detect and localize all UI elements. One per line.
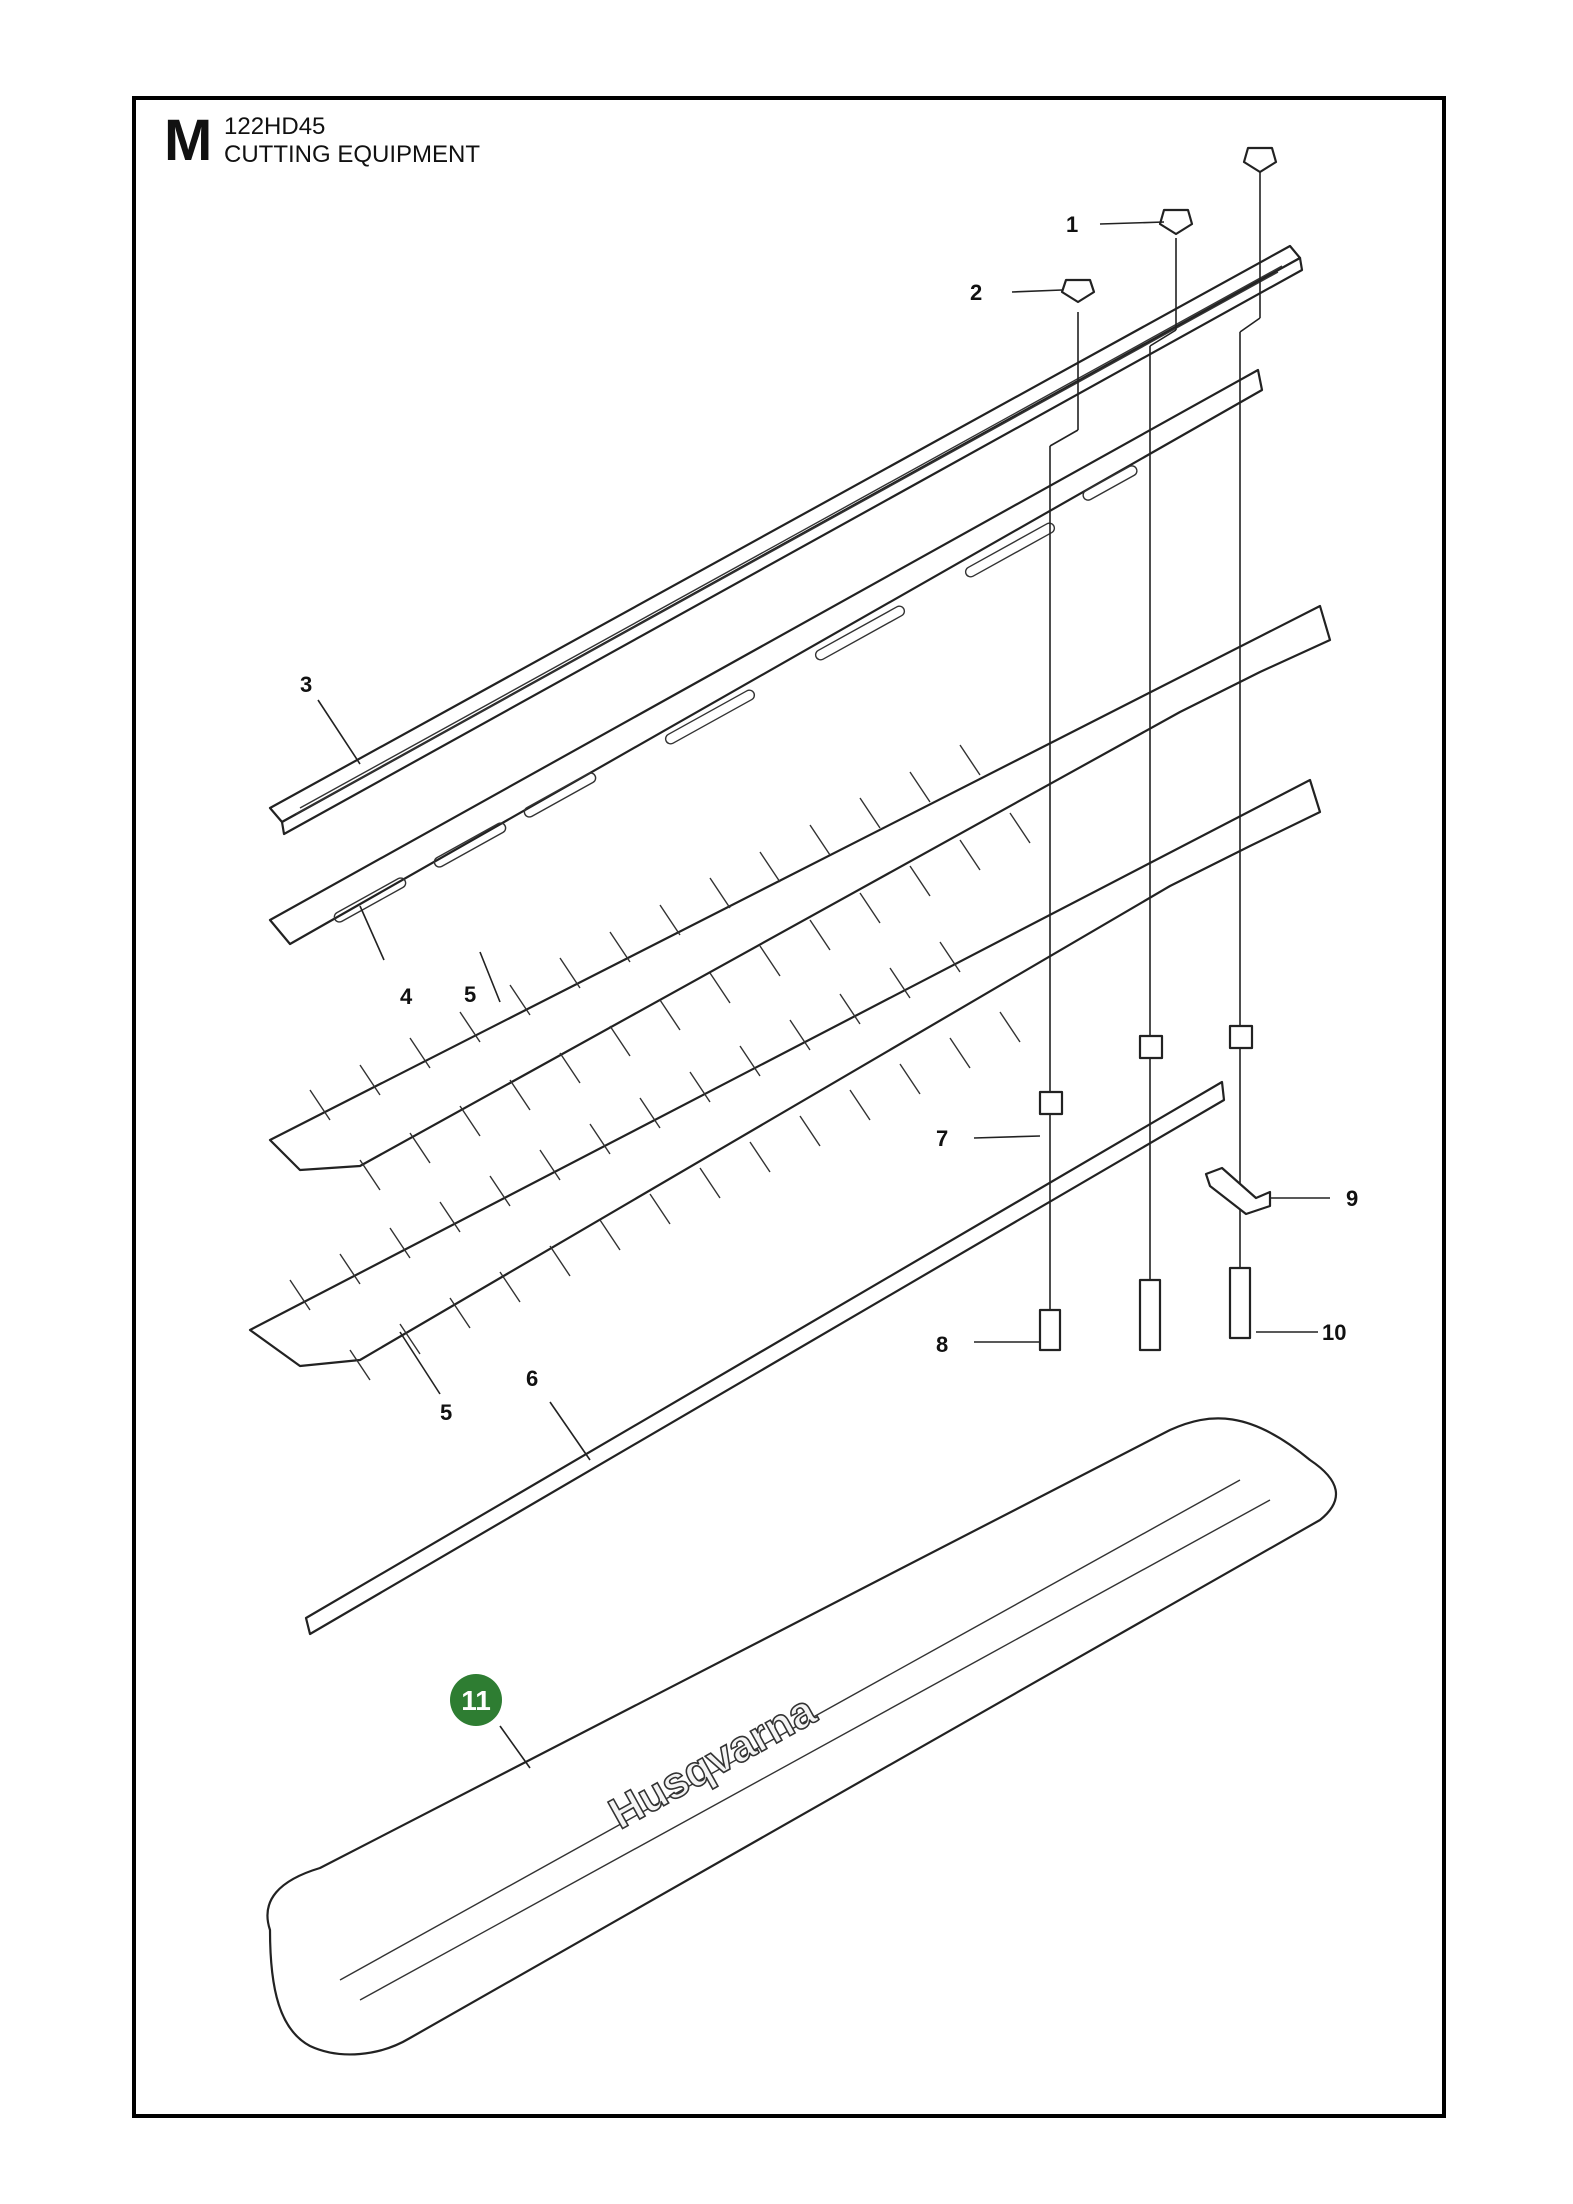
part-7-spacer-2[interactable] (1138, 1034, 1164, 1060)
callout-11-highlight[interactable]: 11 (450, 1674, 502, 1726)
part-2-nut[interactable] (1060, 278, 1096, 304)
callout-8: 8 (936, 1332, 948, 1357)
callout-3: 3 (300, 672, 312, 697)
callout-5-lower: 5 (440, 1400, 452, 1425)
part-10-screw[interactable] (1138, 1278, 1162, 1352)
part-1-flange-nut[interactable] (1158, 208, 1194, 236)
callout-6: 6 (526, 1366, 538, 1391)
callout-9: 9 (1346, 1186, 1358, 1211)
section-letter: M (164, 108, 213, 173)
part-6-support-strip[interactable] (304, 1080, 1226, 1636)
section-title: CUTTING EQUIPMENT (224, 141, 480, 168)
callout-1: 1 (1066, 212, 1078, 237)
part-9-clamp[interactable] (1204, 1166, 1272, 1216)
part-8-screw[interactable] (1038, 1308, 1062, 1352)
callout-10: 10 (1322, 1320, 1346, 1345)
callout-2: 2 (970, 280, 982, 305)
hardware (1038, 146, 1278, 1352)
part-5-upper-blade[interactable] (268, 604, 1332, 1191)
part-5-lower-blade[interactable] (248, 778, 1322, 1381)
part-7-spacer[interactable] (1038, 1090, 1064, 1116)
part-10-screw-2[interactable] (1228, 1266, 1252, 1340)
callout-11: 11 (461, 1685, 491, 1716)
part-3-guide-rail[interactable] (268, 244, 1304, 836)
model-number: 122HD45 (224, 113, 326, 140)
drawing-frame (132, 96, 1446, 2118)
part-1-flange-nut-2[interactable] (1242, 146, 1278, 174)
part-11-blade-guard[interactable]: Husqvarna (266, 1417, 1338, 2056)
assembly-lines (1049, 160, 1261, 1320)
leader-lines (317, 221, 1330, 1769)
callout-11-badge (450, 1674, 502, 1726)
part-4-guide-plate[interactable] (268, 368, 1264, 946)
callout-4: 4 (400, 984, 413, 1009)
callout-5-upper: 5 (464, 982, 476, 1007)
part-7-spacer-3[interactable] (1228, 1024, 1254, 1050)
callout-7: 7 (936, 1126, 948, 1151)
